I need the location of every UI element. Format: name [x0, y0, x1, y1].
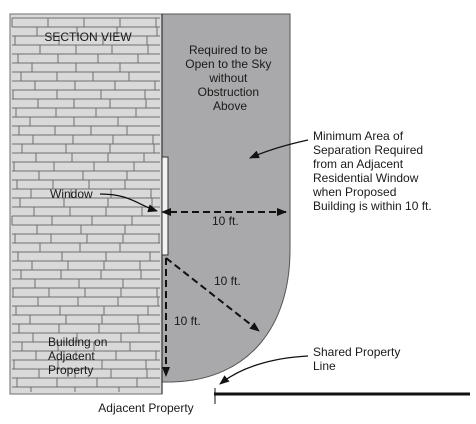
- dimension-horizontal-label: 10 ft.: [212, 214, 239, 228]
- property-line-leader-arrow: [219, 355, 309, 385]
- minimum-area-leader-arrow: [249, 139, 309, 159]
- window-outline: [161, 156, 169, 256]
- building-texture: [11, 17, 160, 392]
- open-area-region: [161, 13, 291, 383]
- dimension-vertical-label: 10 ft.: [174, 314, 201, 328]
- window-label: Window: [50, 187, 93, 201]
- section-view-label: SECTION VIEW: [44, 30, 132, 44]
- minimum-area-label: Minimum Area of Separation Required from…: [312, 129, 432, 213]
- open-to-sky-label: Required to be Open to the Sky without O…: [185, 43, 274, 113]
- dimension-diagonal: [165, 257, 260, 332]
- adjacent-building: [9, 13, 163, 395]
- adjacent-property-label: Adjacent Property: [98, 401, 193, 415]
- building-on-adjacent-label: Building on Adjacent Property: [48, 335, 111, 377]
- shared-property-line-label: Shared Property Line: [313, 345, 404, 373]
- window-leader-arrow: [99, 193, 158, 213]
- dimension-diagonal-label: 10 ft.: [214, 274, 241, 288]
